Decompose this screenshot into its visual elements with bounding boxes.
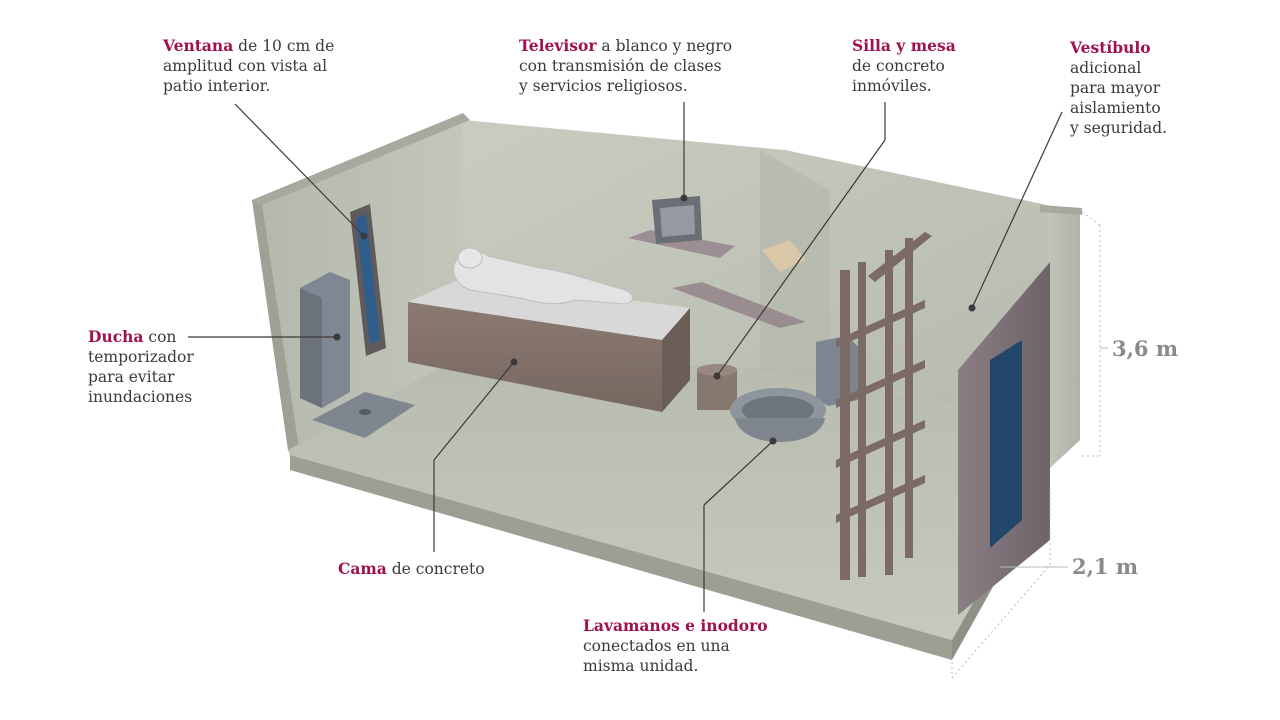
- leader-vestibulo: [971, 111, 1063, 309]
- label-lavamanos-title: Lavamanos e inodoro: [583, 616, 768, 635]
- label-ventana-line1: de 10 cm de: [233, 37, 335, 55]
- shower: [300, 272, 415, 438]
- dimension-ticks: [1000, 347, 1108, 568]
- dimension-height: 3,6 m: [1112, 336, 1179, 361]
- label-silla-title: Silla y mesa: [852, 36, 956, 55]
- leader-lines: [188, 102, 1063, 612]
- label-ducha: Ducha con temporizador para evitar inund…: [88, 327, 194, 407]
- window: [350, 204, 386, 356]
- label-ducha-line3: para evitar: [88, 368, 175, 386]
- label-lavamanos-line2: conectados en una: [583, 637, 730, 655]
- label-silla-line3: inmóviles.: [852, 77, 932, 95]
- label-vestibulo-line5: y seguridad.: [1070, 119, 1168, 137]
- label-televisor-line2: con transmisión de clases: [519, 57, 722, 75]
- label-cama: Cama de concreto: [338, 559, 485, 579]
- dimension-width: 2,1 m: [1072, 554, 1139, 579]
- label-ventana-line2: amplitud con vista al: [163, 57, 328, 75]
- label-ducha-line1: con: [143, 328, 177, 346]
- leader-cama-b: [433, 361, 515, 461]
- leader-ventana: [234, 103, 365, 237]
- left-wall-edge: [252, 200, 300, 455]
- label-silla-line2: de concreto: [852, 57, 945, 75]
- label-televisor: Televisor a blanco y negro con transmisi…: [519, 36, 732, 96]
- dimension-guides: [951, 211, 1101, 679]
- label-televisor-line1: a blanco y negro: [596, 37, 733, 55]
- label-lavamanos-line3: misma unidad.: [583, 657, 699, 675]
- bars-partition: [836, 232, 932, 580]
- bed: [408, 247, 690, 412]
- wall-note: [762, 240, 806, 272]
- leader-dots: [333, 194, 976, 445]
- floor-front-edge: [290, 455, 952, 660]
- label-cama-title: Cama: [338, 559, 387, 578]
- television: [628, 196, 735, 258]
- label-vestibulo-line3: para mayor: [1070, 79, 1161, 97]
- door: [958, 262, 1050, 615]
- leader-silla-b: [716, 139, 886, 377]
- label-ducha-line4: inundaciones: [88, 388, 193, 406]
- label-cama-line1: de concreto: [386, 560, 485, 578]
- label-ventana: Ventana de 10 cm de amplitud con vista a…: [163, 36, 334, 96]
- label-vestibulo-line4: aislamiento: [1070, 99, 1161, 117]
- label-ducha-line2: temporizador: [88, 348, 194, 366]
- label-vestibulo-title: Vestíbulo: [1070, 38, 1151, 57]
- label-silla: Silla y mesa de concreto inmóviles.: [852, 36, 956, 96]
- floor: [288, 355, 1080, 640]
- label-vestibulo: Vestíbulo adicional para mayor aislamien…: [1070, 38, 1167, 138]
- label-lavamanos: Lavamanos e inodoro conectados en una mi…: [583, 616, 768, 676]
- right-wall-top: [1040, 205, 1082, 215]
- right-wall: [1045, 212, 1080, 480]
- label-ducha-title: Ducha: [88, 327, 144, 346]
- label-vestibulo-line2: adicional: [1070, 59, 1142, 77]
- left-wall-top: [252, 113, 470, 205]
- leader-lavamanos-b: [703, 440, 774, 506]
- label-televisor-line3: y servicios religiosos.: [519, 77, 688, 95]
- label-ventana-title: Ventana: [163, 36, 234, 55]
- label-televisor-title: Televisor: [519, 36, 597, 55]
- label-ventana-line3: patio interior.: [163, 77, 271, 95]
